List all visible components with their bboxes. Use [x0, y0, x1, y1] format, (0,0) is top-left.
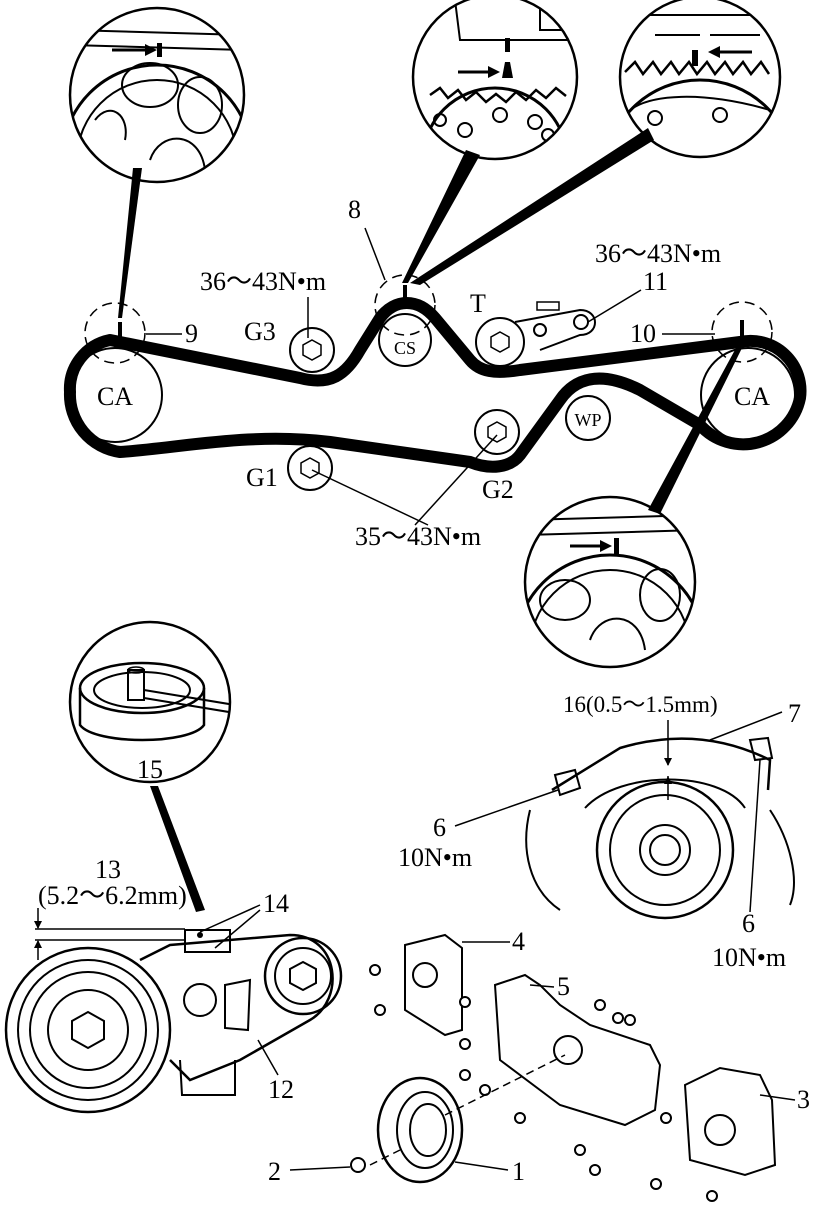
callout-5: 5 — [557, 972, 570, 1001]
dim-13-range: (5.2～6.2mm) — [38, 881, 187, 910]
leader-wedge-left — [118, 168, 142, 318]
crank-sprocket-guide — [525, 720, 795, 920]
g3-label: G3 — [244, 317, 276, 346]
callout-1: 1 — [512, 1157, 525, 1186]
callout-11: 11 — [643, 267, 668, 296]
callout-6a: 6 — [433, 813, 446, 842]
callout-2: 2 — [268, 1157, 281, 1186]
tensioner-assembly — [4, 929, 343, 1114]
callout-8: 8 — [348, 195, 361, 224]
cs-label: CS — [394, 338, 416, 358]
callout-15: 15 — [137, 755, 163, 784]
callout-3: 3 — [797, 1085, 810, 1114]
callout-14: 14 — [263, 889, 289, 918]
callout-9: 9 — [185, 319, 198, 348]
callout-6b: 6 — [742, 909, 755, 938]
callout-13: 13 — [95, 855, 121, 884]
torque-6b: 10N•m — [712, 943, 786, 972]
ca-left-label: CA — [97, 382, 133, 411]
zoom-left-cam-mark — [68, 6, 246, 184]
exploded-timing-covers — [350, 933, 777, 1202]
right-cam-pulley: CA — [700, 301, 796, 443]
timing-belt — [63, 297, 807, 473]
callout-7: 7 — [788, 699, 801, 728]
torque-tensioner: 36～43N•m — [595, 239, 721, 268]
torque-g1-g2: 35～43N•m — [355, 522, 481, 551]
idler-g2: G2 — [474, 409, 520, 504]
torque-6a: 10N•m — [398, 843, 472, 872]
idler-g1: G1 — [246, 445, 333, 492]
zoom-crank-mark-2 — [618, 0, 782, 159]
callout-10: 10 — [630, 319, 656, 348]
g2-label: G2 — [482, 475, 514, 504]
zoom-tensioner-pin: 15 — [68, 620, 232, 784]
left-cam-pulley: CA — [67, 302, 163, 443]
g1-label: G1 — [246, 463, 278, 492]
t-label: T — [470, 289, 486, 318]
belt-tensioner: T — [470, 289, 596, 367]
callout-4: 4 — [512, 927, 525, 956]
leader-wedge-crank2 — [410, 128, 654, 285]
wp-label: WP — [575, 410, 602, 430]
leader-wedge-pin — [150, 786, 205, 912]
torque-g3: 36～43N•m — [200, 267, 326, 296]
ca-right-label: CA — [734, 382, 770, 411]
leader-wedge-right — [648, 348, 742, 514]
callout-12: 12 — [268, 1075, 294, 1104]
leader-wedge-crank — [402, 150, 480, 283]
idler-g3: G3 — [244, 317, 335, 373]
gap-16-label: 16(0.5～1.5mm) — [563, 692, 718, 717]
crank-sprocket: CS — [374, 274, 436, 367]
water-pump-pulley: WP — [565, 395, 611, 441]
zoom-crank-mark — [411, 0, 579, 161]
